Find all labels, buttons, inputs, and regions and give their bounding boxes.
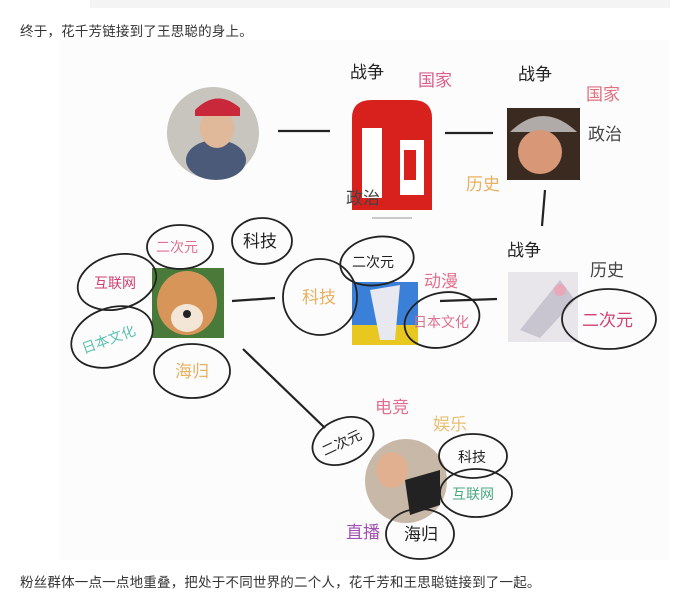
red-logo-image [352, 100, 432, 219]
tag-ellipse [385, 508, 455, 560]
tag-ellipse [70, 305, 154, 369]
tag-ellipse [311, 416, 375, 466]
label-anime: 动漫 [424, 272, 458, 292]
tag-ellipse [339, 235, 415, 287]
label-esports: 电竞 [375, 398, 409, 418]
link-line [439, 297, 498, 303]
link-line [242, 348, 326, 429]
label-acg: 二次元 [352, 255, 394, 271]
label-politics: 政治 [346, 189, 380, 209]
tag-ellipse [403, 291, 481, 349]
label-entertainment: 娱乐 [433, 415, 467, 435]
tag-ellipse [438, 433, 508, 479]
label-country: 国家 [586, 85, 620, 105]
label-country: 国家 [418, 71, 452, 91]
label-livestream: 直播 [346, 523, 380, 543]
label-history: 历史 [466, 175, 500, 195]
shiba-dog-photo [152, 268, 224, 338]
top-image-edge [90, 0, 670, 8]
tag-ellipse [439, 468, 513, 518]
avatar-wang-sicong [365, 439, 447, 523]
label-internet: 互联网 [94, 276, 136, 292]
avatar-man-red-cap [167, 87, 259, 180]
link-line [540, 189, 547, 227]
tag-ellipse [146, 224, 214, 270]
intro-paragraph: 终于，花千芳链接到了王思聪的身上。 [20, 24, 253, 40]
label-tech: 科技 [243, 232, 277, 252]
label-returnee: 海归 [175, 362, 209, 382]
label-japanese-culture: 日本文化 [413, 315, 469, 331]
label-internet: 互联网 [452, 487, 494, 503]
conclusion-paragraph: 粉丝群体一点一点地重叠，把处于不同世界的二个人，花千芳和王思聪链接到了一起。 [20, 575, 541, 591]
label-politics: 政治 [588, 125, 622, 145]
label-war: 战争 [350, 63, 384, 83]
tag-ellipse [153, 343, 231, 399]
kid-photo [507, 108, 580, 180]
label-tech: 科技 [458, 450, 486, 466]
label-tech: 科技 [302, 288, 336, 308]
label-returnee: 海归 [404, 525, 438, 545]
link-line [231, 296, 276, 303]
label-war: 战争 [518, 65, 552, 85]
label-history: 历史 [590, 261, 624, 281]
tag-ellipse [561, 288, 657, 350]
label-war: 战争 [507, 241, 541, 261]
tag-ellipse [231, 217, 293, 265]
label-acg: 二次元 [156, 240, 198, 256]
tag-ellipse [282, 258, 358, 336]
label-acg: 二次元 [582, 311, 633, 331]
white-anime-illustration [508, 272, 578, 342]
tag-ellipse [76, 253, 158, 311]
